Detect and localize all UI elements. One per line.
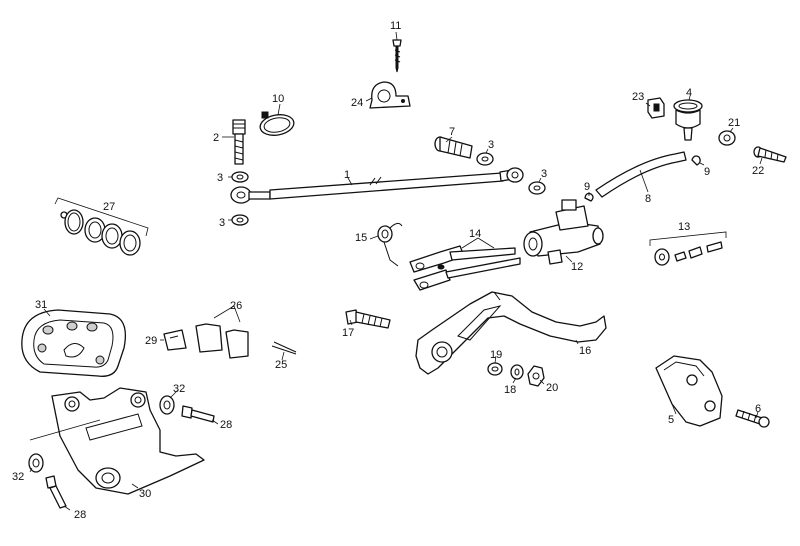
callout-28a: 28: [220, 419, 232, 431]
part-5-heel-guard: [655, 355, 723, 427]
callout-13: 13: [678, 221, 690, 233]
callout-19: 19: [490, 349, 502, 361]
callout-9b: 9: [704, 166, 710, 178]
part-1-brake-hose: [230, 167, 524, 204]
callout-3d: 3: [541, 168, 547, 180]
callout-15: 15: [355, 232, 367, 244]
callout-7: 7: [449, 126, 455, 138]
callout-14: 14: [469, 228, 481, 240]
part-6-screw: [735, 409, 770, 428]
callout-31: 31: [35, 299, 47, 311]
part-10-hose-clamp: [259, 111, 295, 136]
callout-30: 30: [139, 488, 151, 500]
part-11-screw: [392, 39, 402, 73]
callout-1: 1: [344, 169, 350, 181]
callout-18: 18: [504, 384, 516, 396]
callout-28b: 28: [74, 509, 86, 521]
part-26-brake-pads: [195, 305, 249, 359]
part-21-washer: [718, 130, 736, 146]
callout-12: 12: [571, 261, 583, 273]
callout-3a: 3: [217, 172, 223, 184]
callout-29: 29: [145, 335, 157, 347]
callout-21: 21: [728, 117, 740, 129]
part-13-pin-set: [649, 231, 727, 266]
callout-6: 6: [755, 403, 761, 415]
part-20-nut: [527, 365, 545, 387]
callout-4: 4: [686, 87, 692, 99]
callout-24: 24: [351, 97, 363, 109]
callout-17: 17: [342, 327, 354, 339]
part-31-brake-caliper: [21, 309, 127, 377]
callout-10: 10: [272, 93, 284, 105]
part-17-bolt: [345, 309, 391, 329]
part-29-pad-spring: [163, 329, 187, 351]
part-18-washer: [510, 364, 524, 380]
part-22-screw: [753, 146, 787, 163]
part-4-fluid-reservoir: [673, 99, 703, 141]
part-32-washers: [28, 395, 175, 473]
part-14-push-rod: [409, 245, 521, 291]
callout-20: 20: [546, 382, 558, 394]
callout-9a: 9: [584, 181, 590, 193]
part-23-bracket: [647, 97, 665, 119]
callout-27: 27: [103, 201, 115, 213]
callout-22: 22: [752, 165, 764, 177]
callout-32a: 32: [173, 383, 185, 395]
part-19-washer: [487, 362, 503, 376]
callout-32b: 32: [12, 471, 24, 483]
callout-16: 16: [579, 345, 591, 357]
callout-11: 11: [390, 20, 401, 32]
callout-8: 8: [645, 193, 651, 205]
part-7-bolt: [434, 136, 473, 159]
leader-lines: [29, 31, 763, 511]
callout-26: 26: [230, 300, 242, 312]
part-15-return-spring: [377, 222, 403, 267]
part-16-brake-pedal: [415, 291, 607, 375]
part-28-bolts: [45, 405, 215, 509]
callout-3c: 3: [488, 139, 494, 151]
callout-5: 5: [668, 414, 674, 426]
part-25-pin: [271, 341, 297, 355]
callout-3b: 3: [219, 217, 225, 229]
part-30-caliper-bracket: [29, 387, 205, 495]
part-12-master-cylinder: [523, 199, 604, 265]
callout-2: 2: [213, 132, 219, 144]
part-9-hose-clips: [584, 155, 701, 202]
callout-23: 23: [632, 91, 644, 103]
part-2-banjo-bolt: [232, 119, 246, 165]
part-24-pipe-clip: [369, 81, 411, 109]
callout-25: 25: [275, 359, 287, 371]
part-8-hose: [595, 151, 687, 198]
callout-labels: 1 2 3 3 3 3 4 5 6 7 8 9 9 10 11 12 13 14…: [12, 20, 764, 521]
part-27-seal-kit: [54, 197, 149, 256]
